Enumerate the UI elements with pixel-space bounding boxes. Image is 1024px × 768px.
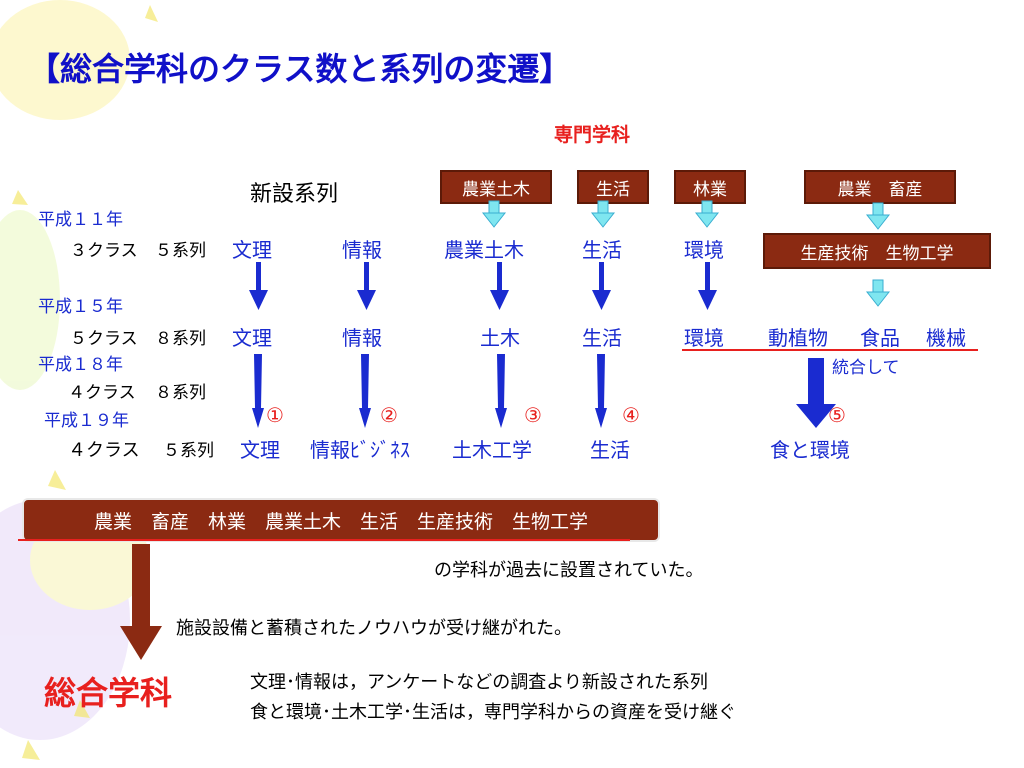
general-course-label: 総合学科 — [44, 674, 173, 712]
h15-kikai: 機械 — [926, 326, 966, 350]
h19-bunri: 文理 — [240, 438, 280, 462]
h19-jouhou-business: 情報ﾋﾞｼﾞﾈｽ — [310, 438, 410, 462]
era-h15: 平成１５年 — [38, 297, 123, 317]
box-ringyou: 林業 — [674, 170, 746, 204]
box-nougyou-chikusan: 農業 畜産 — [804, 170, 956, 204]
circled-2: ② — [380, 403, 398, 427]
circled-5: ⑤ — [828, 403, 846, 427]
h15-doushokubutsu: 動植物 — [768, 326, 828, 350]
era-h18: 平成１８年 — [38, 355, 123, 375]
series-h11: ５系列 — [155, 241, 206, 261]
h15-kankyou: 環境 — [684, 326, 724, 350]
h19-shoku-to-kankyou: 食と環境 — [770, 438, 850, 462]
h15-shokuhin: 食品 — [860, 326, 900, 350]
specialized-course-label: 専門学科 — [554, 124, 631, 146]
h15-jouhou: 情報 — [342, 326, 382, 350]
series-h18: ８系列 — [155, 383, 206, 403]
series-h19: ５系列 — [163, 441, 214, 461]
era-h11: 平成１１年 — [38, 210, 123, 230]
circled-4: ④ — [622, 403, 640, 427]
h19-doboku-kougaku: 土木工学 — [452, 438, 532, 462]
series-h15: ８系列 — [155, 329, 206, 349]
classes-h11: ３クラス — [70, 241, 138, 261]
new-series-label: 新設系列 — [250, 182, 339, 207]
page-title: 【総合学科のクラス数と系列の変遷】 — [28, 50, 572, 88]
era-h19: 平成１９年 — [44, 411, 129, 431]
h11-nougyou-doboku: 農業土木 — [444, 238, 524, 262]
h15-bunri: 文理 — [232, 326, 272, 350]
classes-h19: ４クラス — [68, 440, 140, 461]
box-nougyou-doboku: 農業土木 — [440, 170, 552, 204]
h11-bunri: 文理 — [232, 238, 272, 262]
note-line-1: 文理･情報は，アンケートなどの調査より新設された系列 — [250, 672, 708, 693]
past-courses-text: の学科が過去に設置されていた。 — [434, 560, 704, 581]
h15-seikatsu: 生活 — [582, 326, 622, 350]
note-line-2: 食と環境･土木工学･生活は，専門学科からの資産を受け継ぐ — [250, 702, 736, 723]
h11-seikatsu: 生活 — [582, 238, 622, 262]
h19-seikatsu: 生活 — [590, 438, 630, 462]
h15-doboku: 土木 — [480, 326, 520, 350]
classes-h18: ４クラス — [68, 383, 136, 403]
h11-kankyou: 環境 — [684, 238, 724, 262]
box-seisan-seibutsu: 生産技術 生物工学 — [763, 233, 991, 269]
h11-jouhou: 情報 — [342, 238, 382, 262]
past-courses-box: 農業 畜産 林業 農業土木 生活 生産技術 生物工学 — [22, 498, 660, 542]
box-seikatsu: 生活 — [577, 170, 649, 204]
circled-3: ③ — [524, 403, 542, 427]
classes-h15: ５クラス — [70, 329, 138, 349]
inherit-text: 施設設備と蓄積されたノウハウが受け継がれた。 — [176, 618, 572, 639]
merge-label: 統合して — [832, 358, 900, 378]
circled-1: ① — [266, 403, 284, 427]
